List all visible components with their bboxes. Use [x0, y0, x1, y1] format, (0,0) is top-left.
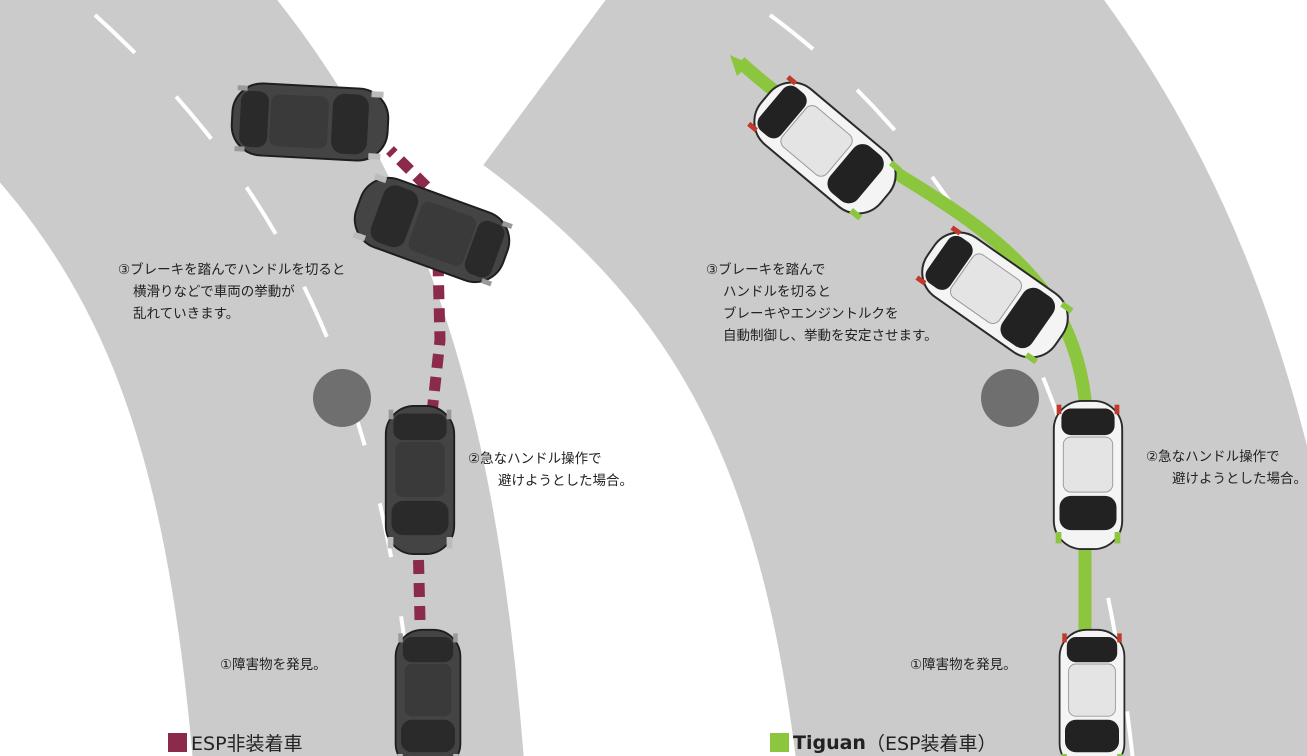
right-step2-line2: 避けようとした場合。 — [1172, 471, 1307, 487]
right-step2-text: ②急なハンドル操作で 避けようとした場合。 — [1146, 446, 1307, 490]
left-step2-line1: ②急なハンドル操作で — [468, 451, 602, 467]
right-step3-line4: 自動制御し、挙動を安定させます。 — [723, 328, 938, 344]
right-step3-text: ③ブレーキを踏んで ハンドルを切ると ブレーキやエンジントルクを 自動制御し、挙… — [706, 259, 938, 347]
left-step3-line2: 横滑りなどで車両の挙動が — [133, 284, 295, 300]
right-step3-line1: ③ブレーキを踏んで — [706, 262, 826, 278]
left-legend-label: ESP非装着車 — [191, 733, 303, 755]
left-car-swerve — [384, 404, 456, 556]
right-legend-suffix: （ESP装着車） — [865, 733, 997, 755]
right-legend: Tiguan （ESP装着車） — [770, 729, 996, 756]
right-car-start — [1058, 628, 1126, 756]
right-step3-line2: ハンドルを切ると — [723, 284, 831, 300]
right-obstacle-icon — [981, 369, 1039, 427]
right-step3-line3: ブレーキやエンジントルクを — [723, 306, 899, 322]
left-step1-line: ①障害物を発見。 — [220, 657, 327, 673]
left-car-spin — [229, 80, 391, 164]
left-road — [0, 0, 524, 756]
left-lane-marking — [93, 13, 419, 756]
left-step2-text: ②急なハンドル操作で 避けようとした場合。 — [468, 448, 633, 492]
right-step1-line: ①障害物を発見。 — [910, 657, 1017, 673]
left-step3-line1: ③ブレーキを踏んでハンドルを切ると — [118, 262, 346, 278]
right-step1-text: ①障害物を発見。 — [910, 654, 1017, 676]
left-step2-line2: 避けようとした場合。 — [498, 473, 633, 489]
left-skid-path — [386, 146, 446, 621]
right-legend-swatch — [770, 733, 789, 752]
left-car-start — [394, 628, 462, 756]
left-step3-line3: 乱れていきます。 — [133, 306, 240, 322]
right-road — [481, 0, 1307, 756]
left-step1-text: ①障害物を発見。 — [220, 654, 327, 676]
right-path-arrow-icon — [730, 55, 750, 76]
right-car-swerve — [1052, 399, 1124, 551]
right-legend-name: Tiguan — [793, 731, 866, 754]
left-legend: ESP非装着車 — [168, 729, 303, 756]
right-step2-line1: ②急なハンドル操作で — [1146, 449, 1280, 465]
left-legend-swatch — [168, 733, 187, 752]
left-step3-text: ③ブレーキを踏んでハンドルを切ると 横滑りなどで車両の挙動が 乱れていきます。 — [118, 259, 345, 325]
left-obstacle-icon — [313, 369, 371, 427]
